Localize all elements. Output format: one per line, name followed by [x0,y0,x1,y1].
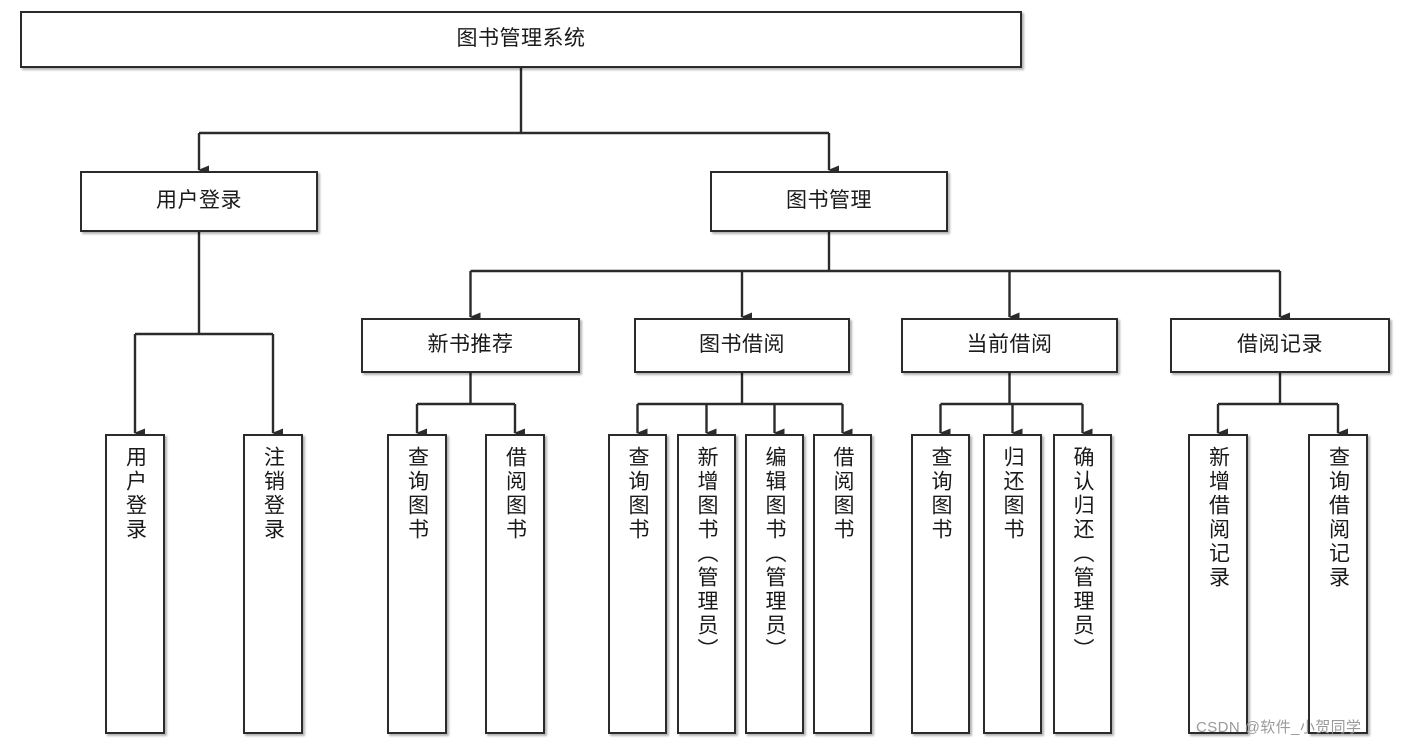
node-l3-d1[interactable]: 查询图书 [911,434,970,734]
node-label: 查询图书 [626,446,649,542]
node-label: 查询借阅记录 [1326,446,1350,590]
node-label: 借阅图书 [831,446,854,542]
node-l3-b2[interactable]: 借阅图书 [485,434,545,734]
node-l3-c4[interactable]: 借阅图书 [813,434,872,734]
node-label: 编辑图书（管理员） [763,446,786,662]
node-l1-login[interactable]: 用户登录 [80,171,318,232]
node-label: 查询图书 [929,446,952,542]
node-label: 借阅记录 [1237,333,1323,357]
node-label: 用户登录 [156,189,242,213]
node-root[interactable]: 图书管理系统 [20,11,1022,68]
node-l3-c1[interactable]: 查询图书 [608,434,667,734]
node-label: 注销登录 [261,446,285,542]
node-l2-current[interactable]: 当前借阅 [901,318,1118,373]
node-label: 图书管理系统 [456,27,586,51]
node-label: 新书推荐 [427,333,514,357]
node-l1-books[interactable]: 图书管理 [710,171,948,232]
node-label: 新增借阅记录 [1206,446,1230,590]
node-l3-b1[interactable]: 查询图书 [387,434,447,734]
node-label: 新增图书（管理员） [695,446,718,662]
node-label: 归还图书 [1001,446,1024,542]
node-l3-a2[interactable]: 注销登录 [243,434,303,734]
edge-layer [133,68,1348,438]
node-label: 查询图书 [405,446,429,542]
node-l3-c2[interactable]: 新增图书（管理员） [677,434,736,734]
node-l2-borrow[interactable]: 图书借阅 [634,318,850,373]
node-l3-e2[interactable]: 查询借阅记录 [1308,434,1368,734]
node-label: 用户登录 [123,446,147,542]
node-l2-newbook[interactable]: 新书推荐 [361,318,580,373]
node-label: 图书借阅 [699,333,785,357]
node-label: 图书管理 [786,189,872,213]
node-l3-d2[interactable]: 归还图书 [983,434,1042,734]
node-label: 当前借阅 [966,333,1053,357]
node-l3-e1[interactable]: 新增借阅记录 [1188,434,1248,734]
node-label: 确认归还（管理员） [1071,446,1094,662]
node-l3-c3[interactable]: 编辑图书（管理员） [745,434,804,734]
node-l3-a1[interactable]: 用户登录 [105,434,165,734]
node-label: 借阅图书 [503,446,527,542]
node-l2-record[interactable]: 借阅记录 [1170,318,1390,373]
node-l3-d3[interactable]: 确认归还（管理员） [1053,434,1112,734]
